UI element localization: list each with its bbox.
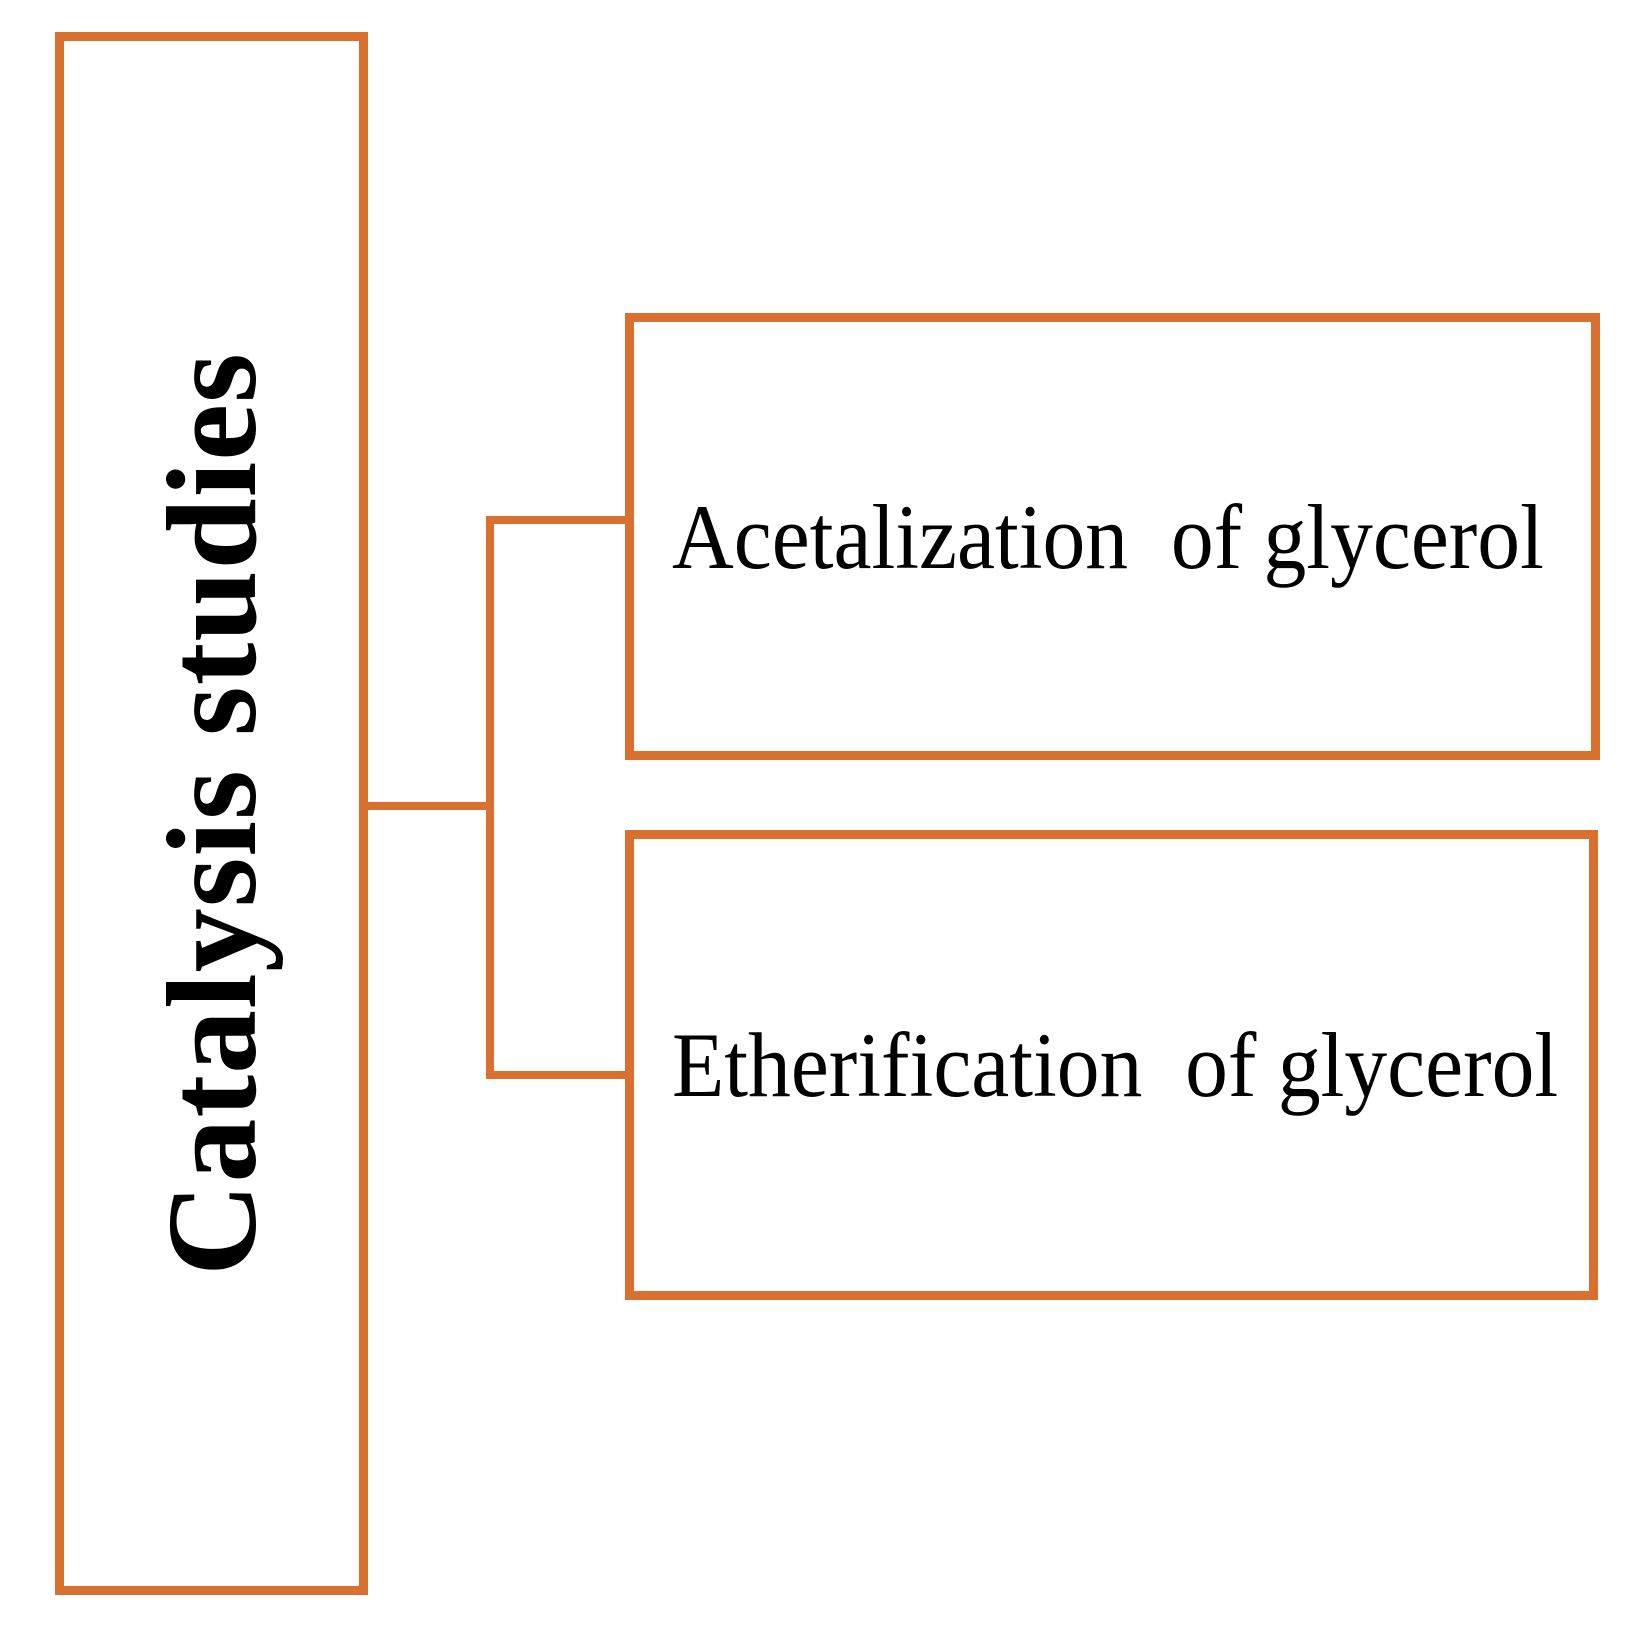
branch-node-label-wrapper: Etherification of glycerol [634,839,1589,1291]
connector-branch-etherification [486,1071,631,1079]
branch-node-etherification[interactable]: Etherification of glycerol [625,830,1598,1300]
branch-node-label-wrapper: Acetalization of glycerol [634,322,1591,751]
connector-vertical-spine [486,516,494,1079]
root-node-catalysis-studies[interactable]: Catalysis studies [55,32,368,1595]
connector-branch-acetalization [486,516,631,524]
root-node-label: Catalysis studies [140,351,283,1276]
branch-node-acetalization[interactable]: Acetalization of glycerol [625,313,1600,760]
branch-node-label-acetalization: Acetalization of glycerol [672,485,1544,588]
root-node-label-wrapper: Catalysis studies [64,41,359,1586]
branch-node-label-etherification: Etherification of glycerol [672,1014,1559,1116]
connector-root-stem [360,802,494,810]
